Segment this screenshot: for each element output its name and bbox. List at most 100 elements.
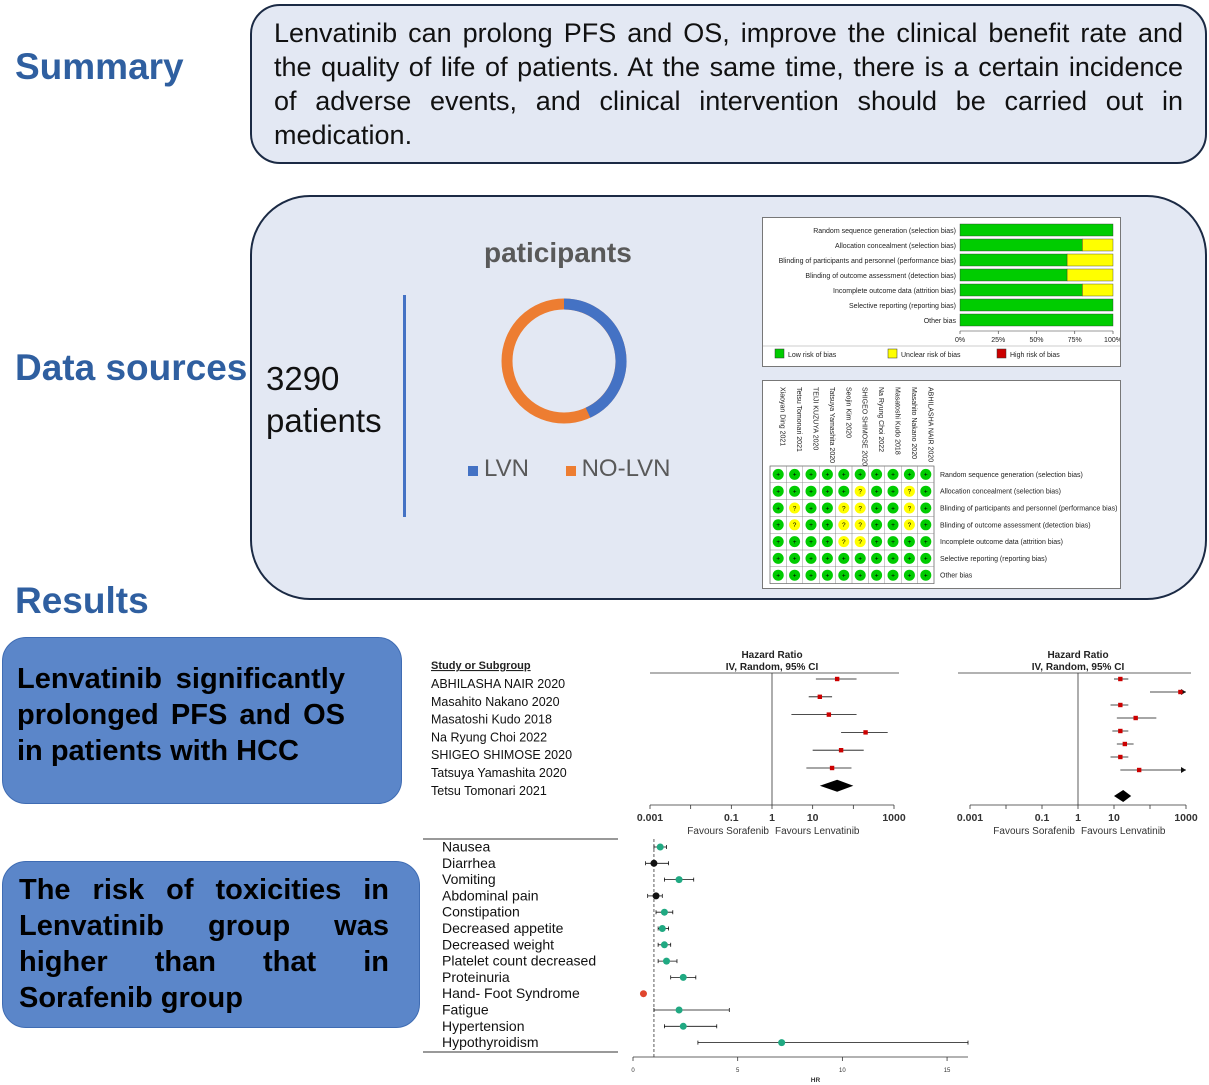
- rob-bar-low: [959, 298, 1114, 312]
- robt-low-dot: [920, 502, 932, 514]
- rob-bar-low: [959, 238, 1083, 252]
- ae-x-label: HR: [811, 1077, 821, 1084]
- rob-legend-swatch: [887, 348, 898, 359]
- robt-dot-symbol: +: [842, 472, 846, 479]
- results-heading: Results: [15, 580, 149, 621]
- robt-dot-symbol: +: [924, 472, 928, 479]
- robt-dot-symbol: +: [826, 472, 830, 479]
- rob-bar-unclear: [1066, 253, 1114, 267]
- ae-point: [679, 1022, 687, 1030]
- robt-domain-label: Selective reporting (reporting bias): [940, 556, 1047, 563]
- robt-low-dot: [821, 552, 833, 564]
- forest-point: [1133, 715, 1138, 721]
- robt-dot-symbol: +: [809, 573, 813, 580]
- ae-tick-label: 15: [944, 1068, 951, 1074]
- forest-study-label: Tetsu Tomonari 2021: [431, 784, 547, 798]
- ae-tick-label: 0: [631, 1068, 635, 1074]
- robt-dot-symbol: ?: [842, 522, 846, 529]
- forest-point: [826, 712, 832, 717]
- forest-point: [829, 765, 835, 771]
- robt-low-dot: [805, 519, 817, 531]
- robt-dot-symbol: +: [875, 539, 879, 546]
- robt-dot-symbol: +: [875, 573, 879, 580]
- forest-study-label: ABHILASHA NAIR 2020: [431, 677, 565, 691]
- legend-nolvn-label: NO-LVN: [581, 455, 671, 482]
- robt-low-dot: [821, 536, 833, 548]
- robt-cell: [917, 566, 935, 584]
- ae-category-label: Hand- Foot Syndrome: [442, 985, 580, 1001]
- rob-domain-label: Selective reporting (reporting bias): [849, 303, 956, 310]
- risk-bias-summary-chart: Random sequence generation (selection bi…: [763, 223, 1122, 359]
- forest-favours-right: Favours Lenvatinib: [775, 826, 860, 835]
- robt-low-dot: [903, 536, 915, 548]
- robt-dot-symbol: +: [826, 505, 830, 512]
- robt-dot-symbol: +: [875, 505, 879, 512]
- rob-bar-unclear: [1066, 268, 1114, 282]
- forest-tick-label: 1: [1075, 812, 1081, 824]
- result-pfs-os-box: Lenvatinib significantly prolonged PFS a…: [2, 637, 402, 804]
- forest-point: [863, 730, 868, 735]
- robt-dot-symbol: +: [809, 505, 813, 512]
- robt-unclear-dot: [854, 536, 866, 548]
- robt-unclear-dot: [789, 519, 801, 531]
- robt-low-dot: [920, 552, 932, 564]
- robt-dot-symbol: +: [891, 539, 895, 546]
- ae-point: [679, 973, 687, 981]
- forest-point: [1122, 741, 1128, 747]
- robt-low-dot: [871, 485, 883, 497]
- forest-point: [1118, 702, 1123, 708]
- result-pfs-os-text: Lenvatinib significantly prolonged PFS a…: [17, 663, 345, 767]
- ae-category-label: Proteinuria: [442, 969, 510, 985]
- donut-title: paticipants: [484, 237, 632, 268]
- forest-title: Hazard Ratio: [1047, 650, 1108, 661]
- rob-bar-unclear: [1082, 283, 1114, 297]
- ae-tick-label: 5: [736, 1068, 740, 1074]
- rob-domain-label: Blinding of outcome assessment (detectio…: [805, 273, 956, 280]
- robt-dot-symbol: +: [809, 556, 813, 563]
- forest-study-label: Na Ryung Choi 2022: [431, 730, 547, 744]
- robt-dot-symbol: +: [891, 573, 895, 580]
- robt-low-dot: [789, 569, 801, 581]
- ae-point: [658, 925, 666, 932]
- forest-point: [834, 676, 840, 682]
- ae-category-label: Hypertension: [442, 1018, 525, 1034]
- robt-dot-symbol: +: [891, 505, 895, 512]
- robt-dot-symbol: +: [809, 489, 813, 496]
- robt-dot-symbol: +: [908, 573, 912, 580]
- ae-point: [778, 1039, 786, 1047]
- robt-dot-symbol: +: [891, 489, 895, 496]
- rob-tick-label: 0%: [955, 337, 965, 344]
- robt-low-dot: [920, 536, 932, 548]
- robt-low-dot: [789, 536, 801, 548]
- rob-legend-swatch: [996, 348, 1007, 359]
- robt-unclear-dot: [838, 519, 850, 531]
- patient-count: 3290: [266, 360, 340, 397]
- ae-category-label: Diarrhea: [442, 855, 496, 871]
- robt-dot-symbol: ?: [858, 522, 862, 529]
- patient-unit: patients: [266, 402, 382, 439]
- robt-dot-symbol: +: [924, 539, 928, 546]
- ae-tick-label: 10: [839, 1068, 846, 1074]
- robt-unclear-dot: [903, 502, 915, 514]
- robt-dot-symbol: +: [875, 472, 879, 479]
- robt-low-dot: [821, 502, 833, 514]
- robt-dot-symbol: +: [776, 556, 780, 563]
- robt-dot-symbol: +: [858, 573, 862, 580]
- robt-low-dot: [871, 502, 883, 514]
- robt-domain-label: Random sequence generation (selection bi…: [940, 472, 1083, 479]
- ae-category-label: Vomiting: [442, 871, 496, 887]
- ae-point: [660, 908, 668, 916]
- robt-low-dot: [772, 519, 784, 531]
- ae-point: [656, 843, 664, 851]
- rob-tick-label: 50%: [1029, 337, 1043, 344]
- robt-dot-symbol: ?: [908, 505, 912, 512]
- robt-study-label: Masahito Nakano 2020: [910, 387, 917, 459]
- rob-legend-label: Low risk of bias: [788, 352, 837, 359]
- robt-low-dot: [772, 536, 784, 548]
- robt-dot-symbol: +: [891, 472, 895, 479]
- robt-low-dot: [887, 552, 899, 564]
- robt-study-label: ABHILASHA NAIR 2020: [926, 387, 933, 462]
- rob-domain-label: Other bias: [924, 318, 957, 325]
